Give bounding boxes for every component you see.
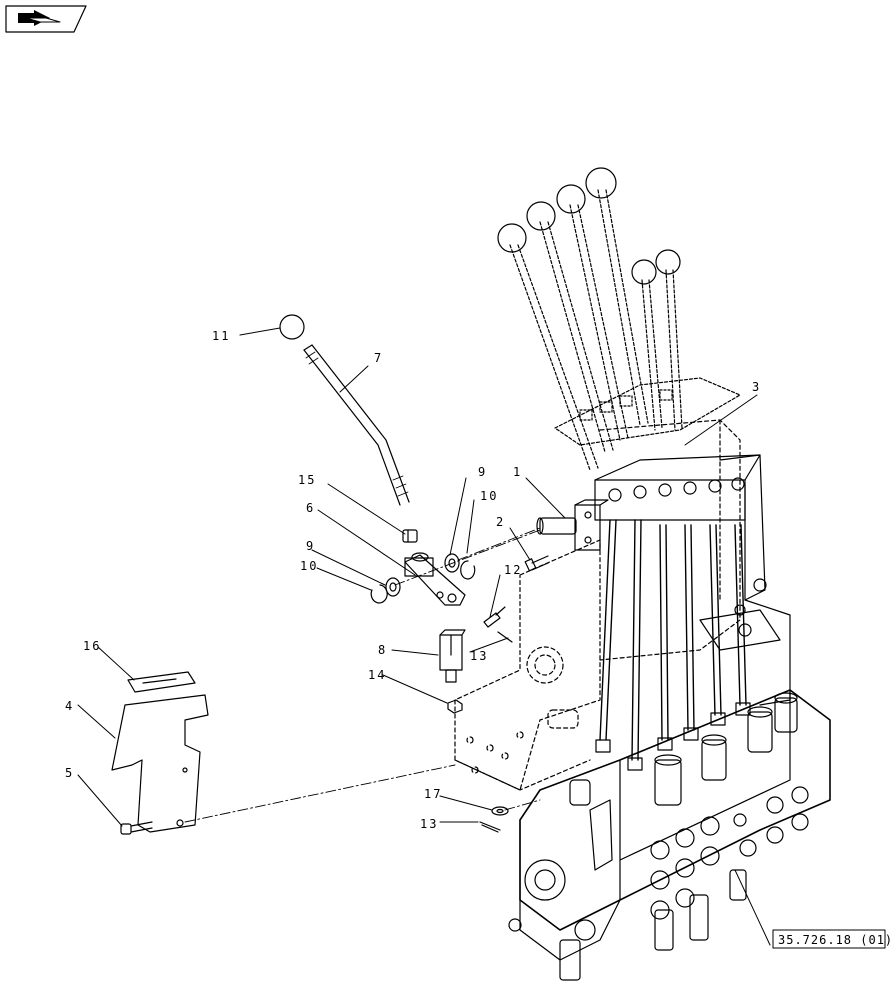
part-8-clevis [439,629,466,683]
callout-16[interactable]: 16 [83,639,101,653]
leader-lines [77,327,771,946]
reference-label: 35.726.18 (01) [778,933,892,947]
callout-6[interactable]: 6 [306,501,315,515]
part-9-washer-left [385,577,401,597]
part-9-washer-right [444,553,460,573]
back-arrow-icon [18,10,61,26]
part-15-nut [402,529,418,543]
part-2-bolt [524,555,549,572]
reference-link[interactable]: 35.726.18 (01) [772,929,892,949]
valve-linkage-cluster [594,454,791,771]
callout-8[interactable]: 8 [378,643,387,657]
part-4-cover-plate [111,694,209,833]
callout-11[interactable]: 11 [212,329,230,343]
callout-4[interactable]: 4 [65,699,74,713]
callout-12[interactable]: 12 [504,563,522,577]
part-12-pin [483,606,506,628]
callout-9-left[interactable]: 9 [306,539,315,553]
part-14-nut [447,699,463,714]
callout-3[interactable]: 3 [752,380,761,394]
assembly-centerlines [184,527,541,823]
part-6-lever-arm [404,552,466,606]
callout-2[interactable]: 2 [496,515,505,529]
part-10-circlip-right [460,560,476,580]
callout-5[interactable]: 5 [65,766,74,780]
callout-13-lower[interactable]: 13 [420,817,438,831]
part-13-split-pin-upper [497,631,513,643]
part-13-split-pin-lower [479,821,501,833]
part-10-circlip-left [370,584,388,604]
callout-1[interactable]: 1 [513,465,522,479]
callout-labels: 1 2 3 4 5 6 7 8 9 9 10 10 11 12 13 13 14… [65,329,761,831]
control-valve-block [508,689,831,981]
callout-14[interactable]: 14 [368,668,386,682]
part-7-lever-handle [303,344,410,506]
callout-7[interactable]: 7 [374,351,383,365]
callout-13-upper[interactable]: 13 [470,649,488,663]
callout-17[interactable]: 17 [424,787,442,801]
callout-10-left[interactable]: 10 [300,559,318,573]
callout-15[interactable]: 15 [298,473,316,487]
callout-10-right[interactable]: 10 [480,489,498,503]
part-17-washer [491,806,509,816]
mounting-frame [454,419,741,791]
part-11-knob [279,314,305,340]
part-1-valve-body [536,499,609,551]
lever-bank [497,167,741,471]
back-button[interactable] [5,5,87,33]
part-5-bolt [120,821,153,835]
callout-9-right[interactable]: 9 [478,465,487,479]
part-16-decal [127,671,196,693]
